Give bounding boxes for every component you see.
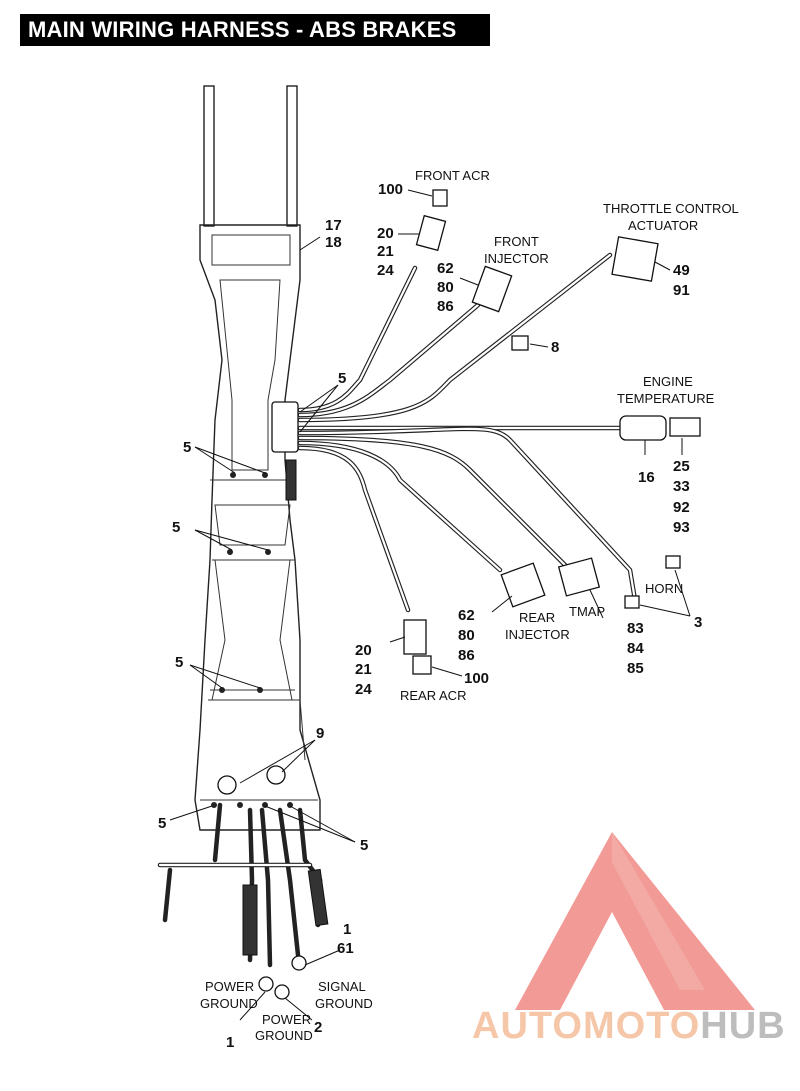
label-throttle-1: THROTTLE CONTROL <box>603 201 739 216</box>
callout-5c: 5 <box>172 519 180 536</box>
label-power-ground-b-2: GROUND <box>255 1028 313 1043</box>
callout-49: 49 <box>673 262 690 279</box>
engine-temp-connector <box>669 417 701 437</box>
label-front-acr: FRONT ACR <box>415 168 490 183</box>
label-rear-injector-1: REAR <box>519 610 555 625</box>
callout-20b: 20 <box>355 642 372 659</box>
tmap-connector <box>557 557 601 597</box>
callout-25: 25 <box>673 458 690 475</box>
callout-100b: 100 <box>464 670 489 687</box>
callout-86b: 86 <box>458 647 475 664</box>
callout-61: 61 <box>337 940 354 957</box>
label-power-ground-b-1: POWER <box>262 1012 311 1027</box>
callout-24a: 24 <box>377 262 394 279</box>
front-acr-connector <box>432 189 448 207</box>
callout-21a: 21 <box>377 243 394 260</box>
callout-80a: 80 <box>437 279 454 296</box>
grommet-8 <box>511 335 529 351</box>
label-tmap: TMAP <box>569 604 605 619</box>
conduit-right <box>307 868 329 927</box>
label-engine-temp-2: TEMPERATURE <box>617 391 715 406</box>
callout-5d: 5 <box>175 654 183 671</box>
callout-numbers: 100 20 21 24 62 80 86 17 18 49 91 8 5 5 … <box>158 181 702 1051</box>
logo-part-b: HUB <box>700 1005 786 1047</box>
callout-1a: 1 <box>343 921 351 938</box>
label-front-injector-1: FRONT <box>494 234 539 249</box>
power-ground-terminal-b <box>274 984 290 1000</box>
engine-temp-sensor-boot <box>619 415 667 441</box>
front-acr-plug <box>415 214 447 252</box>
label-horn: HORN <box>645 581 683 596</box>
horn-terminal-a <box>665 555 681 569</box>
label-signal-ground-2: GROUND <box>315 996 373 1011</box>
callout-62a: 62 <box>437 260 454 277</box>
callout-92: 92 <box>673 499 690 516</box>
page-title: MAIN WIRING HARNESS - ABS BRAKES <box>20 14 490 46</box>
callout-80b: 80 <box>458 627 475 644</box>
callout-33: 33 <box>673 478 690 495</box>
label-throttle-2: ACTUATOR <box>628 218 698 233</box>
callout-1b: 1 <box>226 1034 234 1051</box>
label-power-ground-a-1: POWER <box>205 979 254 994</box>
callout-62b: 62 <box>458 607 475 624</box>
frame <box>194 85 321 831</box>
label-power-ground-a-2: GROUND <box>200 996 258 1011</box>
callout-21b: 21 <box>355 661 372 678</box>
callout-16: 16 <box>638 469 655 486</box>
callout-84: 84 <box>627 640 644 657</box>
harness-wires <box>157 252 638 968</box>
label-signal-ground-1: SIGNAL <box>318 979 366 994</box>
throttle-actuator-connector <box>611 236 659 282</box>
label-front-injector-2: INJECTOR <box>484 251 549 266</box>
rear-injector-connector <box>500 562 546 608</box>
power-ground-terminal-a <box>258 976 274 992</box>
callout-18: 18 <box>325 234 342 251</box>
label-rear-acr: REAR ACR <box>400 688 466 703</box>
logo-wordmark: AUTOMOTOHUB <box>472 1005 786 1048</box>
conduit-power <box>242 884 258 956</box>
label-rear-injector-2: INJECTOR <box>505 627 570 642</box>
callout-93: 93 <box>673 519 690 536</box>
callout-86a: 86 <box>437 298 454 315</box>
callout-17: 17 <box>325 217 342 234</box>
callout-8: 8 <box>551 339 559 356</box>
callout-100a: 100 <box>378 181 403 198</box>
horn-terminal-b <box>624 595 640 609</box>
callout-5e: 5 <box>158 815 166 832</box>
callout-5b: 5 <box>183 439 191 456</box>
component-labels: FRONT ACR FRONT INJECTOR THROTTLE CONTRO… <box>200 168 739 1043</box>
rear-acr-plug <box>403 619 427 655</box>
cable-ties <box>211 472 293 808</box>
logo-part-a: AUTOMOTO <box>472 1005 701 1047</box>
callout-5f: 5 <box>360 837 368 854</box>
front-injector-connector <box>471 265 513 313</box>
callout-83: 83 <box>627 620 644 637</box>
leader-lines <box>169 189 691 1021</box>
logo-triangle <box>515 832 755 1010</box>
callout-20a: 20 <box>377 225 394 242</box>
callout-85: 85 <box>627 660 644 677</box>
connectors <box>242 189 701 1000</box>
rear-acr-connector <box>412 655 432 675</box>
signal-ground-terminal <box>291 955 307 971</box>
label-engine-temp-1: ENGINE <box>643 374 693 389</box>
callout-2: 2 <box>314 1019 322 1036</box>
callout-24b: 24 <box>355 681 372 698</box>
callout-5a: 5 <box>338 370 346 387</box>
callout-9: 9 <box>316 725 324 742</box>
callout-3: 3 <box>694 614 702 631</box>
callout-91: 91 <box>673 282 690 299</box>
